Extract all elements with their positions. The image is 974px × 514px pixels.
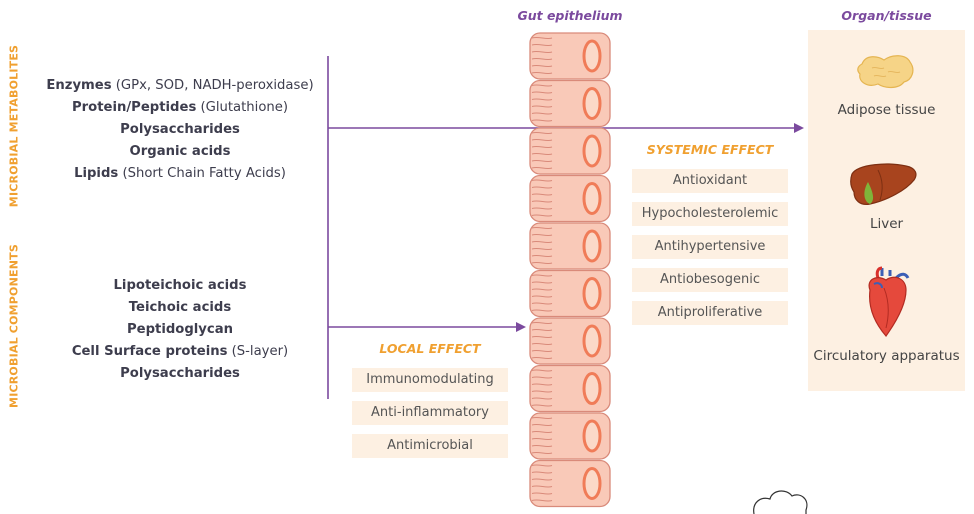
epithelial-cell xyxy=(529,127,611,175)
systemic-effect-antioxidant: Antioxidant xyxy=(632,169,788,193)
gut-epithelium xyxy=(529,32,611,508)
epithelial-cell xyxy=(529,269,611,318)
systemic-effect-antiobesogenic: Antiobesogenic xyxy=(632,268,788,292)
local-effect-title: LOCAL EFFECT xyxy=(379,341,481,356)
gut-epithelium-title: Gut epithelium xyxy=(517,8,623,23)
local-effect-antimicrobial: Antimicrobial xyxy=(352,434,508,458)
component-item: Polysaccharides xyxy=(120,366,240,381)
local-effect-anti-inflammatory: Anti-inflammatory xyxy=(352,401,508,425)
cloud-doodle xyxy=(753,490,808,514)
metabolite-item: Organic acids xyxy=(129,144,231,159)
component-item: Teichoic acids xyxy=(128,300,232,315)
systemic-effect-title: SYSTEMIC EFFECT xyxy=(646,142,774,157)
component-item: Lipoteichoic acids xyxy=(113,278,247,293)
epithelial-cell xyxy=(529,317,611,365)
epithelial-cell xyxy=(529,412,611,460)
component-item: Peptidoglycan xyxy=(126,322,234,337)
epithelial-cell xyxy=(529,459,611,508)
organ-label-adipose: Adipose tissue xyxy=(837,102,936,118)
local-effect-immunomodulating: Immunomodulating xyxy=(352,368,508,392)
liver-icon xyxy=(850,163,917,205)
heart-icon xyxy=(868,266,910,337)
organ-label-liver: Liver xyxy=(869,216,904,232)
systemic-effect-antihypertensive: Antihypertensive xyxy=(632,235,788,259)
components-list: Lipoteichoic acids Teichoic acids Peptid… xyxy=(40,275,320,385)
component-item: Cell Surface proteins (S-layer) xyxy=(71,344,289,359)
epithelial-cell xyxy=(529,79,611,128)
metabolite-item: Lipids (Short Chain Fatty Acids) xyxy=(74,166,286,181)
metabolite-item: Polysaccharides xyxy=(120,122,240,137)
metabolite-item: Protein/Peptides (Glutathione) xyxy=(71,100,289,115)
metabolites-list: Enzymes (GPx, SOD, NADH-peroxidase) Prot… xyxy=(40,75,320,185)
epithelial-cell xyxy=(529,222,611,270)
metabolite-item: Enzymes (GPx, SOD, NADH-peroxidase) xyxy=(46,78,314,93)
organ-panel: Adipose tissue Liver Circulatory apparat… xyxy=(808,30,965,391)
systemic-effect-hypocholesterolemic: Hypocholesterolemic xyxy=(632,202,788,226)
systemic-effect-antiproliferative: Antiproliferative xyxy=(632,301,788,325)
organ-label-circulatory: Circulatory apparatus xyxy=(813,348,960,364)
epithelial-cell xyxy=(529,364,611,413)
organ-tissue-title: Organ/tissue xyxy=(841,8,932,23)
epithelial-cell xyxy=(529,32,611,80)
adipose-icon xyxy=(857,55,914,89)
epithelial-cell xyxy=(529,174,611,223)
